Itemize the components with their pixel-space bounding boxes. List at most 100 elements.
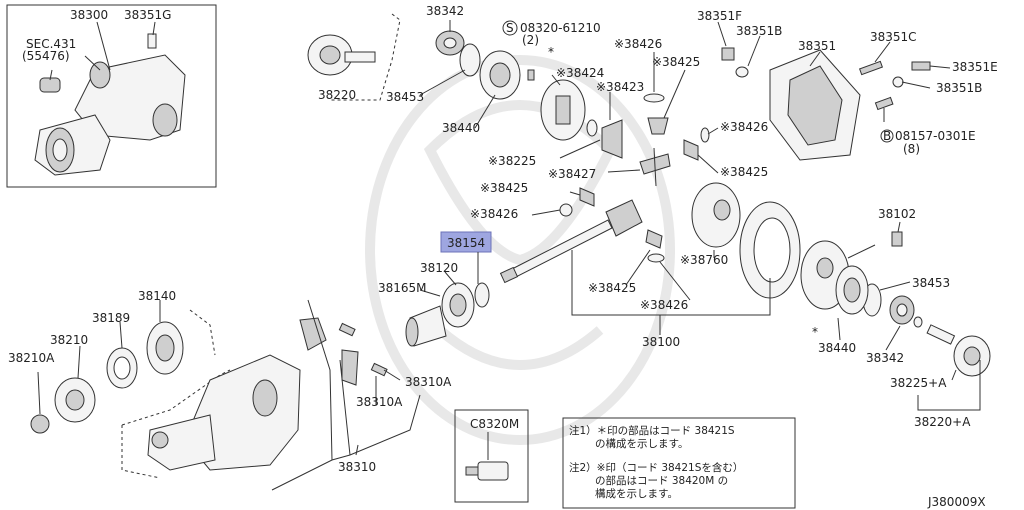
- spacer-38189[interactable]: [106, 347, 138, 389]
- label-38440b[interactable]: 38440: [818, 341, 856, 355]
- bolt-38310Ab[interactable]: [370, 362, 388, 377]
- bearing-38120[interactable]: [441, 282, 475, 328]
- label-38351Ba[interactable]: 38351B: [736, 24, 782, 38]
- pinion-gear-38425a[interactable]: [647, 117, 669, 135]
- label-38760[interactable]: ※38760: [680, 253, 728, 267]
- label-38220A[interactable]: 38220+A: [914, 415, 971, 429]
- label-38210[interactable]: 38210: [50, 333, 88, 347]
- pinion-gear-38425c[interactable]: [579, 187, 595, 207]
- label-38426b[interactable]: ※38426: [720, 120, 768, 134]
- bearing-38140[interactable]: [146, 321, 184, 375]
- label-38342b[interactable]: 38342: [866, 351, 904, 365]
- companion-flange-38220A[interactable]: [926, 324, 991, 377]
- spacer-38165M[interactable]: [405, 305, 447, 347]
- side-bearing-cap[interactable]: [299, 317, 359, 386]
- label-38440a[interactable]: 38440: [442, 121, 480, 135]
- note-1-line-2: の構成を示します。: [595, 437, 688, 450]
- label-38310[interactable]: 38310: [338, 460, 376, 474]
- bolt-marker-b-icon: [880, 129, 894, 143]
- label-38351[interactable]: 38351: [798, 39, 836, 53]
- flange-38210[interactable]: [54, 377, 96, 423]
- bolt-08157[interactable]: [874, 96, 894, 111]
- highlight-38154: [440, 231, 492, 253]
- label-38220[interactable]: 38220: [318, 88, 356, 102]
- label-38300[interactable]: 38300: [70, 8, 108, 22]
- drain-plug-38351F[interactable]: [721, 47, 735, 61]
- label-38100[interactable]: 38100: [642, 335, 680, 349]
- diff-assembly-illustration[interactable]: [34, 33, 186, 176]
- label-bolt-08157-qty: (8): [903, 142, 920, 156]
- bolt-marker-s-icon: [502, 20, 518, 36]
- washer-38426a[interactable]: [643, 93, 665, 103]
- label-38102[interactable]: 38102: [878, 207, 916, 221]
- label-38310Ab[interactable]: 38310A: [356, 395, 403, 409]
- label-38425d[interactable]: ※38425: [588, 281, 636, 295]
- label-38423[interactable]: ※38423: [596, 80, 644, 94]
- carrier-housing-38310[interactable]: [147, 354, 301, 471]
- label-bolt-08320[interactable]: 08320-61210: [520, 21, 601, 35]
- label-38425b[interactable]: ※38425: [720, 165, 768, 179]
- label-38225[interactable]: ※38225: [488, 154, 536, 168]
- pinion-shaft-38427[interactable]: [639, 147, 671, 187]
- sealant-tube-icon[interactable]: [465, 461, 509, 481]
- label-38425a[interactable]: ※38425: [652, 55, 700, 69]
- bearing-38440b[interactable]: [835, 265, 869, 315]
- companion-flange-38220[interactable]: [307, 34, 376, 76]
- label-38453b[interactable]: 38453: [912, 276, 950, 290]
- nut-38210A[interactable]: [30, 414, 50, 434]
- label-38426d[interactable]: ※38426: [640, 298, 688, 312]
- side-gear-38225[interactable]: [601, 119, 623, 159]
- ring-gear[interactable]: [739, 201, 801, 299]
- bearing-38154[interactable]: [474, 282, 490, 308]
- label-sec431[interactable]: SEC.431: [26, 37, 76, 51]
- oring-38342b[interactable]: [913, 316, 923, 328]
- note-2-line-2: の部品はコード 38420M の: [595, 474, 728, 487]
- diff-case-38424[interactable]: [540, 79, 586, 141]
- label-bolt-08157[interactable]: 08157-0301E: [895, 129, 976, 143]
- label-38453a[interactable]: 38453: [386, 90, 424, 104]
- washer-38426b[interactable]: [700, 127, 710, 143]
- label-38426a[interactable]: ※38426: [614, 37, 662, 51]
- seal-38453a[interactable]: [459, 43, 481, 77]
- bolt-08320[interactable]: [527, 69, 535, 81]
- label-38351E[interactable]: 38351E: [952, 60, 998, 74]
- bolt-38310Aa[interactable]: [338, 322, 356, 337]
- washer-38351Bb[interactable]: [892, 76, 904, 88]
- label-38351Bb[interactable]: 38351B: [936, 81, 982, 95]
- label-38165M[interactable]: 38165M: [378, 281, 427, 295]
- bearing-38440a[interactable]: [479, 50, 521, 100]
- label-38351G[interactable]: 38351G: [124, 8, 171, 22]
- label-c8320m[interactable]: C8320M: [470, 417, 519, 431]
- label-38351C[interactable]: 38351C: [870, 30, 917, 44]
- label-38351F[interactable]: 38351F: [697, 9, 742, 23]
- label-38426c[interactable]: ※38426: [470, 207, 518, 221]
- bearing-38342a[interactable]: [435, 30, 465, 56]
- label-38425c[interactable]: ※38425: [480, 181, 528, 195]
- label-38154[interactable]: 38154: [447, 236, 485, 250]
- bolt-38351E[interactable]: [911, 61, 931, 71]
- pinion-gear-38425b[interactable]: [683, 139, 699, 161]
- label-38427[interactable]: ※38427: [548, 167, 596, 181]
- label-38342a[interactable]: 38342: [426, 4, 464, 18]
- pinion-gear-38425d[interactable]: [645, 229, 663, 249]
- label-38210A[interactable]: 38210A: [8, 351, 55, 365]
- thrust-washer-38423[interactable]: [586, 119, 598, 137]
- label-38424[interactable]: ※38424: [556, 66, 604, 80]
- bolt-38102[interactable]: [891, 231, 903, 247]
- stud-38351C[interactable]: [858, 60, 884, 76]
- label-38310Aa[interactable]: 38310A: [405, 375, 452, 389]
- diagram-id: J380009X: [927, 495, 986, 509]
- washer-38426d[interactable]: [647, 253, 665, 263]
- label-38140[interactable]: 38140: [138, 289, 176, 303]
- label-38225A[interactable]: 38225+A: [890, 376, 947, 390]
- side-gear-38760[interactable]: [691, 182, 741, 248]
- label-bolt-08320-qty: (2): [522, 33, 539, 47]
- washer-38351Ba[interactable]: [735, 66, 749, 78]
- label-38120[interactable]: 38120: [420, 261, 458, 275]
- label-38189[interactable]: 38189: [92, 311, 130, 325]
- note-2-line-1: 注2）※印（コード 38421Sを含む）: [569, 461, 743, 474]
- drive-pinion-38100[interactable]: [499, 199, 643, 284]
- bearing-38342b[interactable]: [889, 295, 915, 325]
- rear-cover-38351[interactable]: [769, 49, 861, 161]
- washer-38426c[interactable]: [559, 203, 573, 217]
